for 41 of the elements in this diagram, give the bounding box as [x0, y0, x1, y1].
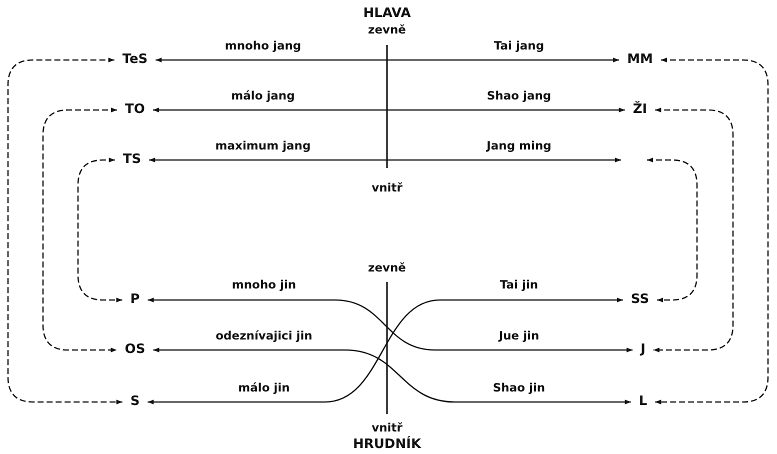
text-label: Tai jang: [494, 40, 544, 52]
node-label: TS: [122, 152, 142, 168]
arrow: [148, 298, 623, 404]
region-heading: HLAVA: [363, 6, 411, 22]
arrow: [7, 58, 122, 404]
edge-label: mnoho jang: [224, 40, 302, 52]
arrow: [655, 58, 769, 404]
text-label: Shao jin: [492, 382, 546, 394]
node-label: TeS: [122, 52, 148, 68]
arrow: [42, 108, 118, 352]
node-label: OS: [124, 342, 146, 358]
arrow: [153, 348, 631, 404]
node-label: J: [640, 342, 646, 358]
edge-label: málo jang: [231, 90, 295, 102]
region-heading: HRUDNÍK: [352, 438, 422, 452]
node-label: L: [638, 394, 648, 410]
arrow: [647, 158, 698, 302]
text-label: Tai jin: [500, 278, 538, 292]
arrow: [156, 58, 620, 62]
text-label: zevně: [368, 262, 406, 274]
text-label: Jang ming: [486, 140, 552, 152]
edge-label: odeznívajici jin: [216, 330, 312, 342]
node-label: P: [130, 292, 140, 308]
text-label: Jue jin: [498, 330, 540, 342]
text-label: vnitř: [372, 182, 402, 194]
node-label: ŽI: [632, 102, 648, 118]
arrow: [152, 108, 625, 112]
node-label: TO: [125, 102, 145, 118]
node-label: SS: [630, 292, 650, 308]
arrow: [653, 108, 734, 352]
node-label: MM: [627, 52, 653, 68]
arrow: [148, 298, 633, 352]
text-label: vnitř: [372, 422, 402, 434]
edge-label: maximum jang: [215, 140, 311, 152]
text-label: zevně: [368, 24, 406, 36]
arrow: [77, 158, 122, 302]
text-label: Shao jang: [486, 90, 552, 102]
edge-label: málo jin: [238, 382, 290, 394]
arrow: [149, 158, 621, 162]
node-label: S: [130, 394, 140, 410]
edge-label: mnoho jin: [232, 278, 296, 292]
